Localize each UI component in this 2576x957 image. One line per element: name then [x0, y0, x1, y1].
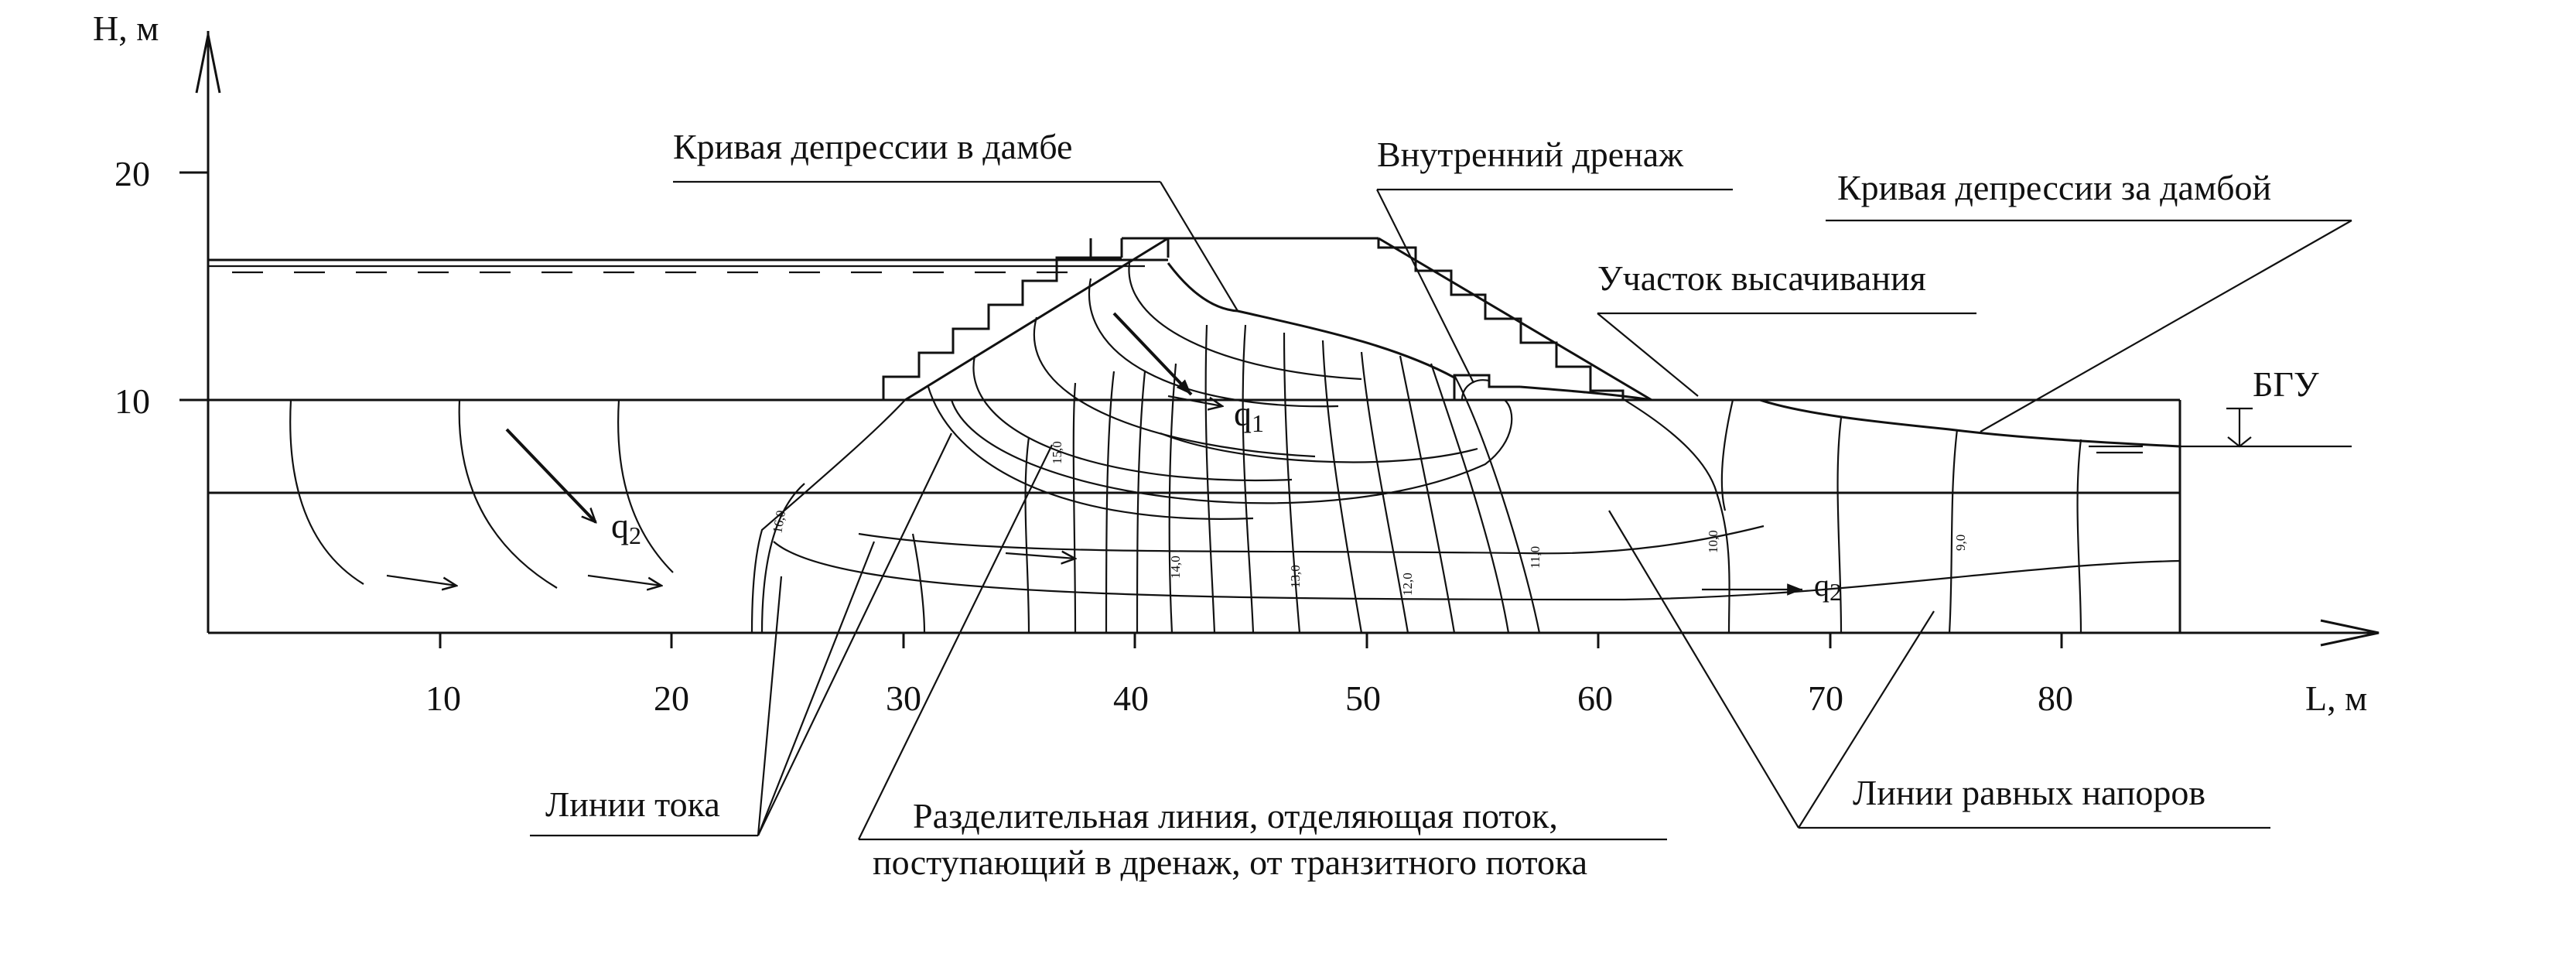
equipotential-lines — [760, 324, 2082, 634]
x-tick-label-40: 40 — [1113, 678, 1149, 718]
arrow-q2-upper — [505, 428, 596, 522]
head-label-10: 10,0 — [1706, 530, 1720, 553]
x-tick-label-10: 10 — [425, 678, 461, 718]
y-tick-label-10: 10 — [114, 381, 150, 421]
head-labels: 16,0 15,0 14,0 13,0 12,0 11,0 10,0 9,0 — [770, 441, 1968, 596]
x-axis-label: L, м — [2305, 678, 2367, 718]
dam-body — [882, 237, 1652, 402]
arrow-q1-horizontal — [1167, 395, 1222, 406]
label-flow-lines: Линии тока — [545, 784, 720, 824]
x-tick-label-30: 30 — [886, 678, 921, 718]
bgu-marker: БГУ — [2226, 364, 2319, 448]
label-internal-drain: Внутренний дренаж — [1377, 135, 1683, 174]
seepage-line — [1519, 385, 1652, 402]
label-curve-behind-dam: Кривая депрессии за дамбой — [1837, 168, 2271, 207]
drain-outline — [1461, 379, 1490, 401]
y-tick-label-20: 20 — [114, 154, 150, 193]
x-ticks — [439, 633, 2063, 648]
arrow-q1 — [1112, 312, 1193, 396]
q2-label-upper: q2 — [611, 506, 641, 549]
arrow-middle — [1005, 553, 1075, 559]
q2-label-lower: q2 — [1814, 568, 1842, 606]
ground-layers — [208, 398, 2352, 633]
x-tick-label-70: 70 — [1808, 678, 1843, 718]
upstream-steps — [882, 238, 1092, 400]
label-seepage-zone: Участок высачивания — [1597, 258, 1926, 298]
head-label-16: 16,0 — [770, 509, 788, 535]
arrow-left-1 — [386, 574, 456, 586]
head-label-11: 11,0 — [1528, 546, 1543, 569]
head-label-14: 14,0 — [1168, 555, 1183, 579]
head-label-12: 12,0 — [1400, 572, 1415, 596]
arrow-left-2 — [587, 574, 661, 586]
flow-symbols: q1 q2 q2 — [611, 394, 1842, 606]
depression-curve-in-dam — [1167, 262, 1455, 379]
head-label-15: 15,0 — [1050, 441, 1064, 464]
flow-arrows — [386, 312, 1802, 596]
x-tick-label-60: 60 — [1577, 678, 1613, 718]
x-tick-labels: 10 20 30 40 50 60 70 80 — [425, 678, 2073, 718]
x-tick-label-50: 50 — [1345, 678, 1381, 718]
head-label-13: 13,0 — [1288, 565, 1303, 588]
label-curve-in-dam: Кривая депрессии в дамбе — [673, 127, 1072, 166]
depression-curves — [1167, 262, 2181, 454]
downstream-steps — [1377, 238, 1625, 400]
y-axis-label: H, м — [93, 9, 159, 48]
y-axis-arrowhead — [195, 34, 221, 94]
x-tick-label-80: 80 — [2038, 678, 2073, 718]
label-divide-line-1: Разделительная линия, отделяющая поток, — [913, 796, 1558, 836]
annotations: Кривая депрессии в дамбе Внутренний дрен… — [530, 127, 2352, 882]
q1-label: q1 — [1234, 394, 1264, 437]
depression-curve-behind-dam — [1759, 398, 2181, 448]
axes: 20 10 10 20 30 40 50 60 70 80 H, м L, м — [93, 9, 2380, 718]
head-label-9: 9,0 — [1953, 535, 1968, 551]
internal-drain-body — [1453, 374, 1520, 400]
x-axis-arrowhead — [2320, 619, 2380, 647]
upstream-water — [208, 258, 1168, 274]
label-divide-line-2: поступающий в дренаж, от транзитного пот… — [873, 843, 1587, 882]
x-tick-label-20: 20 — [654, 678, 689, 718]
bgu-label: БГУ — [2253, 364, 2319, 404]
label-equal-heads: Линии равных напоров — [1853, 773, 2205, 812]
flow-lines — [289, 262, 2181, 634]
